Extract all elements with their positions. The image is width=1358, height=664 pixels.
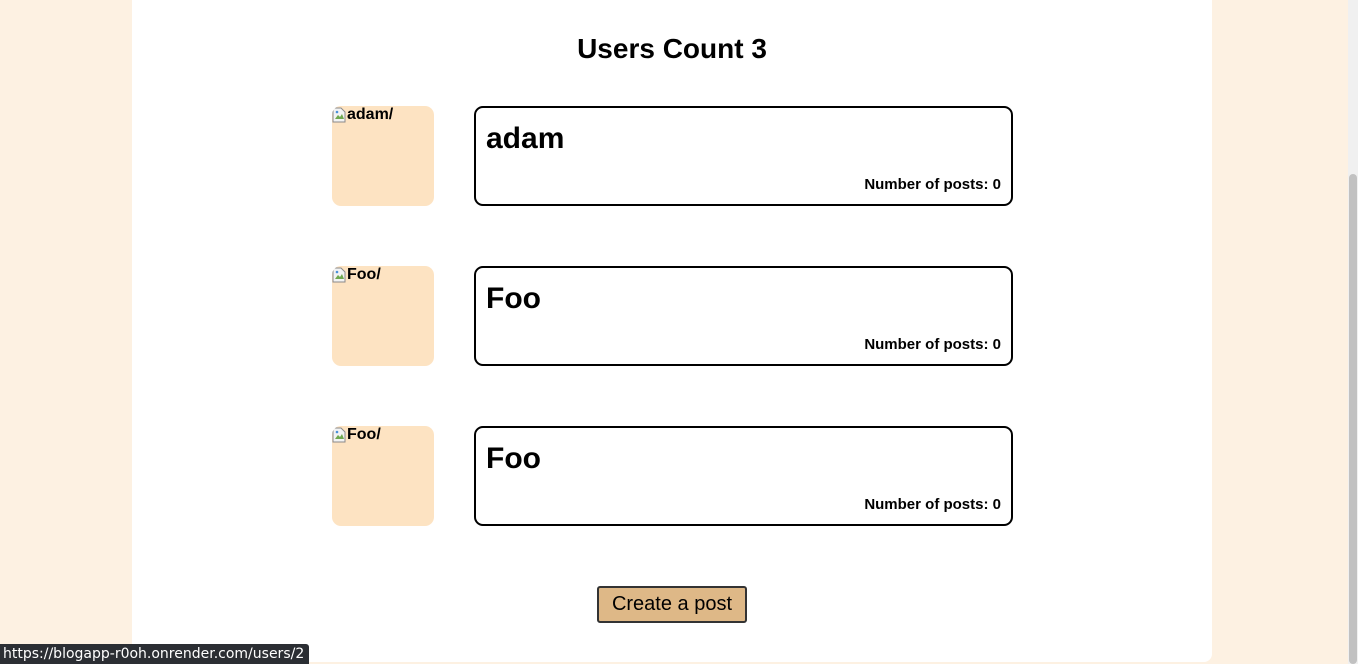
user-row: adam/ adam Number of posts: 0 (332, 106, 1013, 206)
posts-count: Number of posts: 0 (864, 336, 1001, 353)
broken-image-icon (332, 427, 346, 443)
posts-count: Number of posts: 0 (864, 176, 1001, 193)
avatar-alt-label: Foo/ (347, 426, 381, 443)
user-name: Foo (486, 282, 541, 315)
vertical-scrollbar[interactable] (1348, 0, 1358, 664)
posts-count: Number of posts: 0 (864, 496, 1001, 513)
user-avatar[interactable]: adam/ (332, 106, 434, 206)
avatar-alt-text: Foo/ (332, 426, 381, 444)
user-card[interactable]: Foo Number of posts: 0 (474, 266, 1013, 366)
user-name: Foo (486, 442, 541, 475)
user-row: Foo/ Foo Number of posts: 0 (332, 426, 1013, 526)
user-avatar[interactable]: Foo/ (332, 266, 434, 366)
page-title: Users Count 3 (577, 33, 767, 64)
avatar-alt-label: adam/ (347, 106, 394, 123)
user-name: adam (486, 122, 565, 155)
create-post-button[interactable]: Create a post (597, 586, 747, 623)
user-card[interactable]: Foo Number of posts: 0 (474, 426, 1013, 526)
avatar-alt-label: Foo/ (347, 266, 381, 283)
user-avatar[interactable]: Foo/ (332, 426, 434, 526)
broken-image-icon (332, 267, 346, 283)
user-card[interactable]: adam Number of posts: 0 (474, 106, 1013, 206)
avatar-alt-text: Foo/ (332, 266, 381, 284)
user-row: Foo/ Foo Number of posts: 0 (332, 266, 1013, 366)
main-content: Users Count 3 adam/ adam Number (132, 0, 1212, 662)
avatar-alt-text: adam/ (332, 106, 393, 124)
broken-image-icon (332, 107, 346, 123)
status-bar-url: https://blogapp-r0oh.onrender.com/users/… (0, 644, 310, 664)
scrollbar-thumb[interactable] (1349, 174, 1357, 664)
